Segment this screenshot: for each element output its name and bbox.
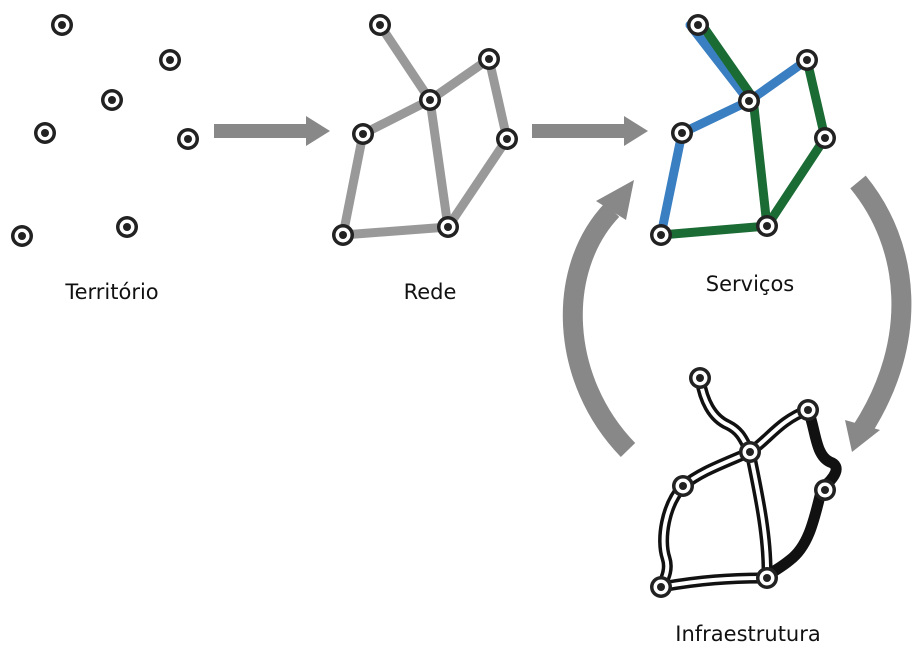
node-icon-territorio-1 xyxy=(51,14,73,36)
arrow-infraestrutura-to-servicos xyxy=(562,180,636,457)
node-icon-rede-5 xyxy=(496,128,518,150)
node-icon-servicos-7 xyxy=(650,224,672,246)
node-icon-infraestrutura-2 xyxy=(797,399,819,421)
label-infraestrutura: Infraestrutura xyxy=(675,622,821,646)
node-icon-rede-1 xyxy=(369,14,391,36)
node-icon-infraestrutura-1 xyxy=(689,367,711,389)
arrow-servicos-to-infraestrutura xyxy=(845,175,912,452)
rede-edges xyxy=(338,20,512,240)
label-territorio: Território xyxy=(65,280,159,304)
label-servicos: Serviços xyxy=(705,272,795,296)
arrow-territorio-to-rede xyxy=(214,116,330,146)
node-icon-infraestrutura-7 xyxy=(650,576,672,598)
node-icon-infraestrutura-6 xyxy=(756,567,778,589)
node-icon-territorio-3 xyxy=(101,89,123,111)
servicos-green-edges xyxy=(656,17,830,240)
node-icon-servicos-1 xyxy=(687,14,709,36)
node-icon-infraestrutura-4 xyxy=(672,475,694,497)
node-icon-infraestrutura-5 xyxy=(814,479,836,501)
node-icon-territorio-5 xyxy=(177,128,199,150)
arrow-rede-to-servicos xyxy=(532,116,648,146)
node-icon-territorio-6 xyxy=(116,216,138,238)
node-icon-territorio-2 xyxy=(159,49,181,71)
node-icon-rede-4 xyxy=(352,123,374,145)
node-icon-rede-7 xyxy=(332,224,354,246)
node-icon-rede-2 xyxy=(478,48,500,70)
node-icon-servicos-3 xyxy=(738,90,760,112)
node-icon-servicos-6 xyxy=(756,215,778,237)
nodes-layer xyxy=(11,14,836,598)
node-icon-territorio-4 xyxy=(34,122,56,144)
servicos-blue-edges xyxy=(656,20,812,240)
node-icon-servicos-5 xyxy=(814,127,836,149)
node-icon-territorio-7 xyxy=(11,225,33,247)
label-rede: Rede xyxy=(403,280,457,304)
node-icon-rede-6 xyxy=(437,216,459,238)
node-icon-infraestrutura-3 xyxy=(739,441,761,463)
node-icon-rede-3 xyxy=(419,89,441,111)
node-icon-servicos-2 xyxy=(796,49,818,71)
node-icon-servicos-4 xyxy=(671,122,693,144)
